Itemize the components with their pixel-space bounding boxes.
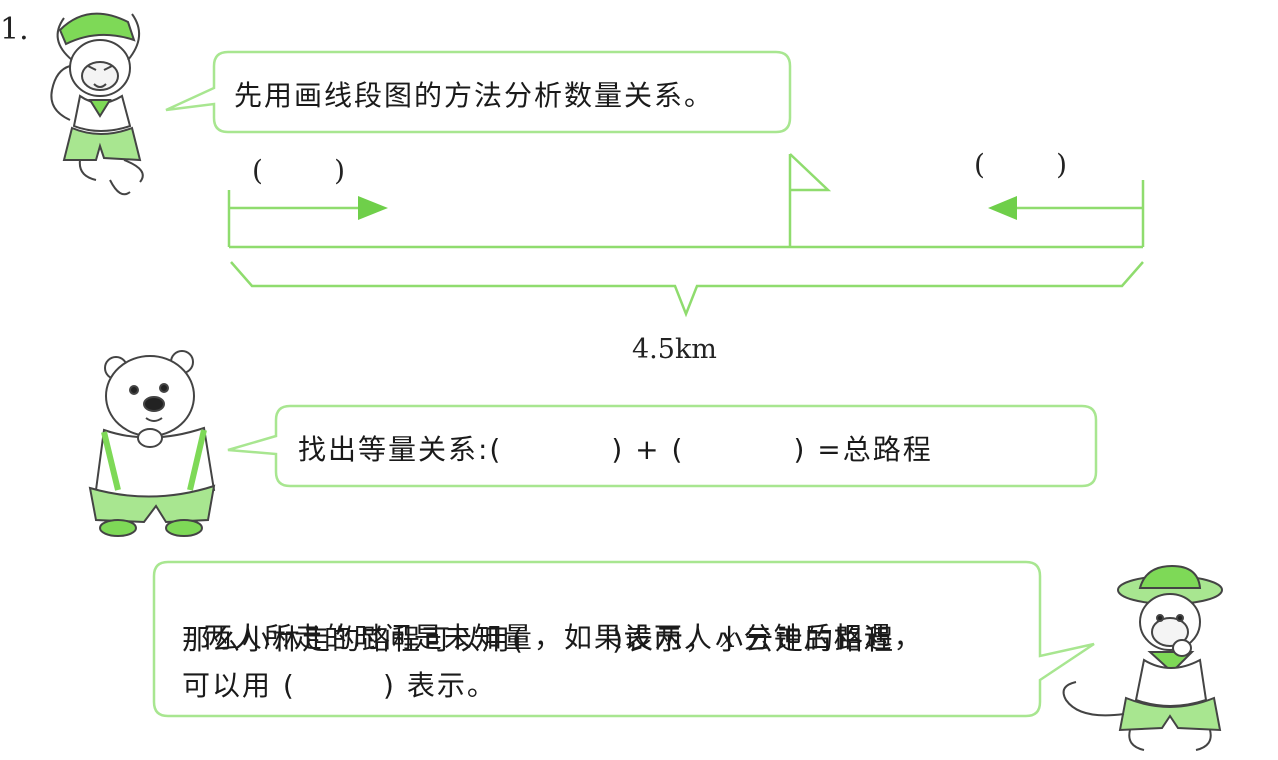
- question-number: 1.: [0, 12, 29, 47]
- equation-relation-text: 找出等量关系:( ) + ( ) =总路程: [298, 433, 933, 466]
- speech-bubble-3: [152, 560, 1095, 718]
- monkey-sitting-icon: [1062, 564, 1223, 751]
- left-speed-blank[interactable]: ( ): [252, 154, 346, 187]
- speech-bubble-1: [165, 50, 792, 134]
- bubble3-line1-part-a: 两人所走的时间是未知量，如果设两人: [203, 621, 714, 654]
- bubble1-text: 先用画线段图的方法分析数量关系。: [234, 79, 715, 112]
- total-brace: [230, 261, 1144, 318]
- right-speed-blank[interactable]: ( ): [974, 148, 1068, 181]
- bubble3-line3: 可以用 ( ) 表示。: [182, 669, 497, 702]
- speech-bubble-2: [227, 404, 1098, 488]
- monkey-arms-up-icon: [50, 12, 144, 196]
- right-arrowhead-icon: [358, 196, 388, 220]
- total-distance-label: 4.5km: [632, 334, 717, 365]
- bear-icon: [88, 350, 216, 537]
- bubble3-line2: 那么小林走的路程可以用( )表示，小云走的路程: [182, 623, 896, 656]
- segment-diagram: [227, 153, 1145, 318]
- variable-x: x: [719, 621, 738, 654]
- left-arrowhead-icon: [988, 196, 1017, 220]
- meeting-flag-icon: [789, 153, 832, 192]
- bubble3-line1-part-b: 分钟后相遇，: [743, 621, 924, 654]
